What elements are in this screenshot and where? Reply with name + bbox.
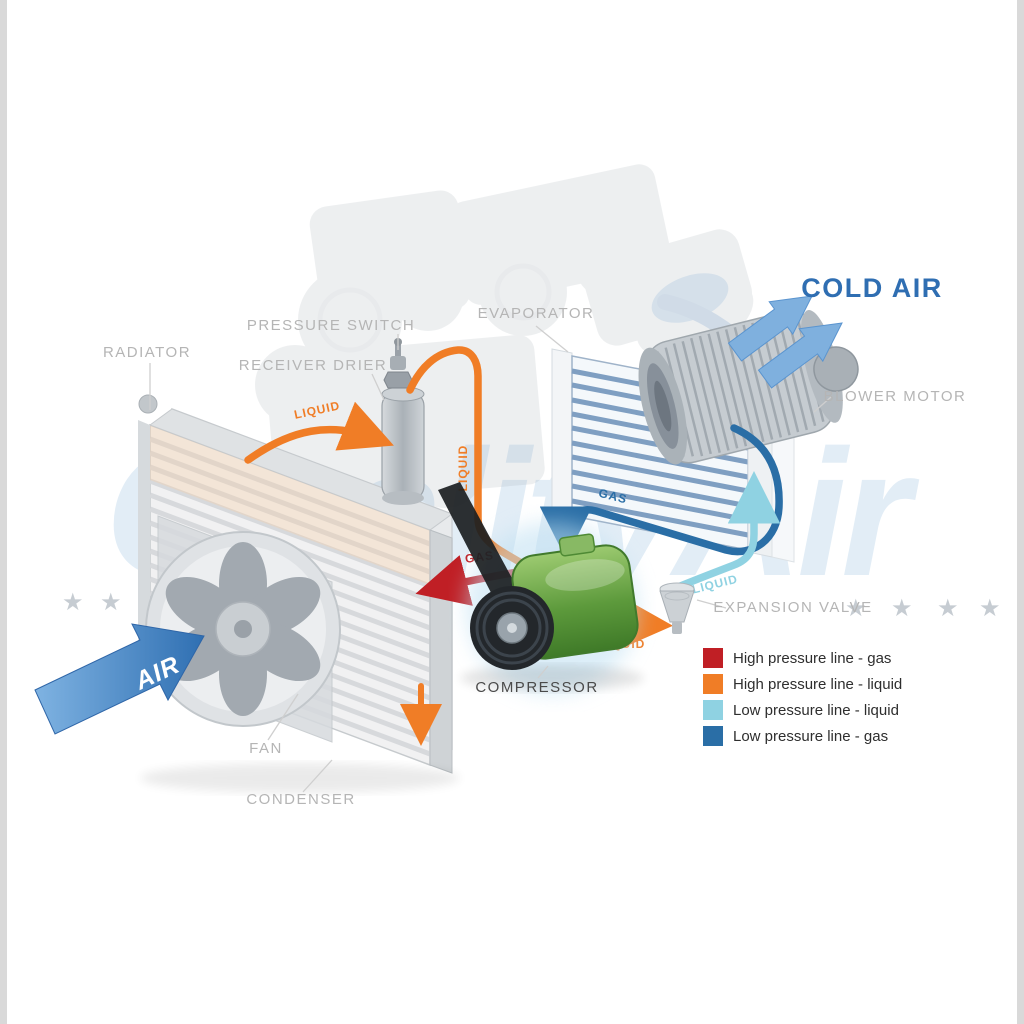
cold-air-arrow-icon <box>727 295 813 362</box>
compressor-shadow <box>460 665 644 691</box>
right-edge-strip <box>1017 0 1024 1024</box>
star-icon: ★ <box>937 595 959 622</box>
legend-swatch-orange <box>703 674 723 694</box>
expansion-valve-label: EXPANSION VALVE <box>713 599 872 616</box>
legend-swatch-red <box>703 648 723 668</box>
receiver-drier-label: RECEIVER DRIER <box>239 357 388 374</box>
legend-label: Low pressure line - liquid <box>733 702 899 719</box>
star-icon: ★ <box>979 595 1001 622</box>
star-icon: ★ <box>845 595 867 622</box>
condenser-left-tank <box>138 420 150 660</box>
legend-item: High pressure line - gas <box>703 648 891 668</box>
pipe-label-liquid-down: LIQUID <box>456 445 470 492</box>
receiver-drier <box>381 386 425 505</box>
condenser-warm-tint <box>150 425 430 585</box>
expansion-valve <box>659 582 695 634</box>
legend: High pressure line - gas High pressure l… <box>703 648 902 746</box>
compressor <box>438 482 644 694</box>
cold-air-arrow-icon <box>757 322 843 389</box>
legend-label: High pressure line - liquid <box>733 676 902 693</box>
fan-assembly <box>145 515 341 743</box>
air-flow-arrow: AIR <box>34 623 205 735</box>
compressor-belt <box>438 482 526 614</box>
fan-label: FAN <box>249 740 283 757</box>
legend-item: Low pressure line - gas <box>703 726 888 746</box>
blower-motor-label: BLOWER MOTOR <box>824 388 967 405</box>
evaporator-label: EVAPORATOR <box>478 305 595 322</box>
legend-label: Low pressure line - gas <box>733 728 888 745</box>
star-icon: ★ <box>100 589 122 616</box>
legend-item: High pressure line - liquid <box>703 674 902 694</box>
compressor-fitting <box>558 533 596 557</box>
pipe-expansion-to-evaporator <box>674 471 781 591</box>
fan-hub-cap <box>234 620 252 638</box>
legend-swatch-lightblue <box>703 700 723 720</box>
evaporator-left-rail <box>551 348 573 520</box>
air-arrow-icon <box>34 623 205 735</box>
left-edge-strip <box>0 0 7 1024</box>
condenser-right-tank <box>429 529 453 774</box>
legend-swatch-blue <box>703 726 723 746</box>
condenser-shadow <box>140 763 460 793</box>
cold-air-label: COLD AIR <box>801 273 943 303</box>
legend-item: Low pressure line - liquid <box>703 700 899 720</box>
pipe-condenser-to-drier <box>244 401 394 464</box>
pressure-switch-label: PRESSURE SWITCH <box>247 317 415 334</box>
watermark-stars: ★ ★ ★ ★ ★ ★ ★ <box>62 589 1001 622</box>
legend-label: High pressure line - gas <box>733 650 891 667</box>
star-icon: ★ <box>62 589 84 616</box>
label-leaders <box>149 325 832 793</box>
engine-ghost <box>255 164 754 508</box>
cold-air-arrows <box>727 295 843 389</box>
compressor-label: COMPRESSOR <box>475 679 598 696</box>
star-icon: ★ <box>891 595 913 622</box>
blower-motor-cap <box>813 346 859 392</box>
radiator-label: RADIATOR <box>103 344 191 361</box>
radiator-filler-neck <box>138 394 158 414</box>
pipe-label-gas-low: GAS <box>597 486 629 507</box>
pipe-evaporator-to-compressor <box>539 424 783 559</box>
condenser-label: CONDENSER <box>246 791 355 808</box>
